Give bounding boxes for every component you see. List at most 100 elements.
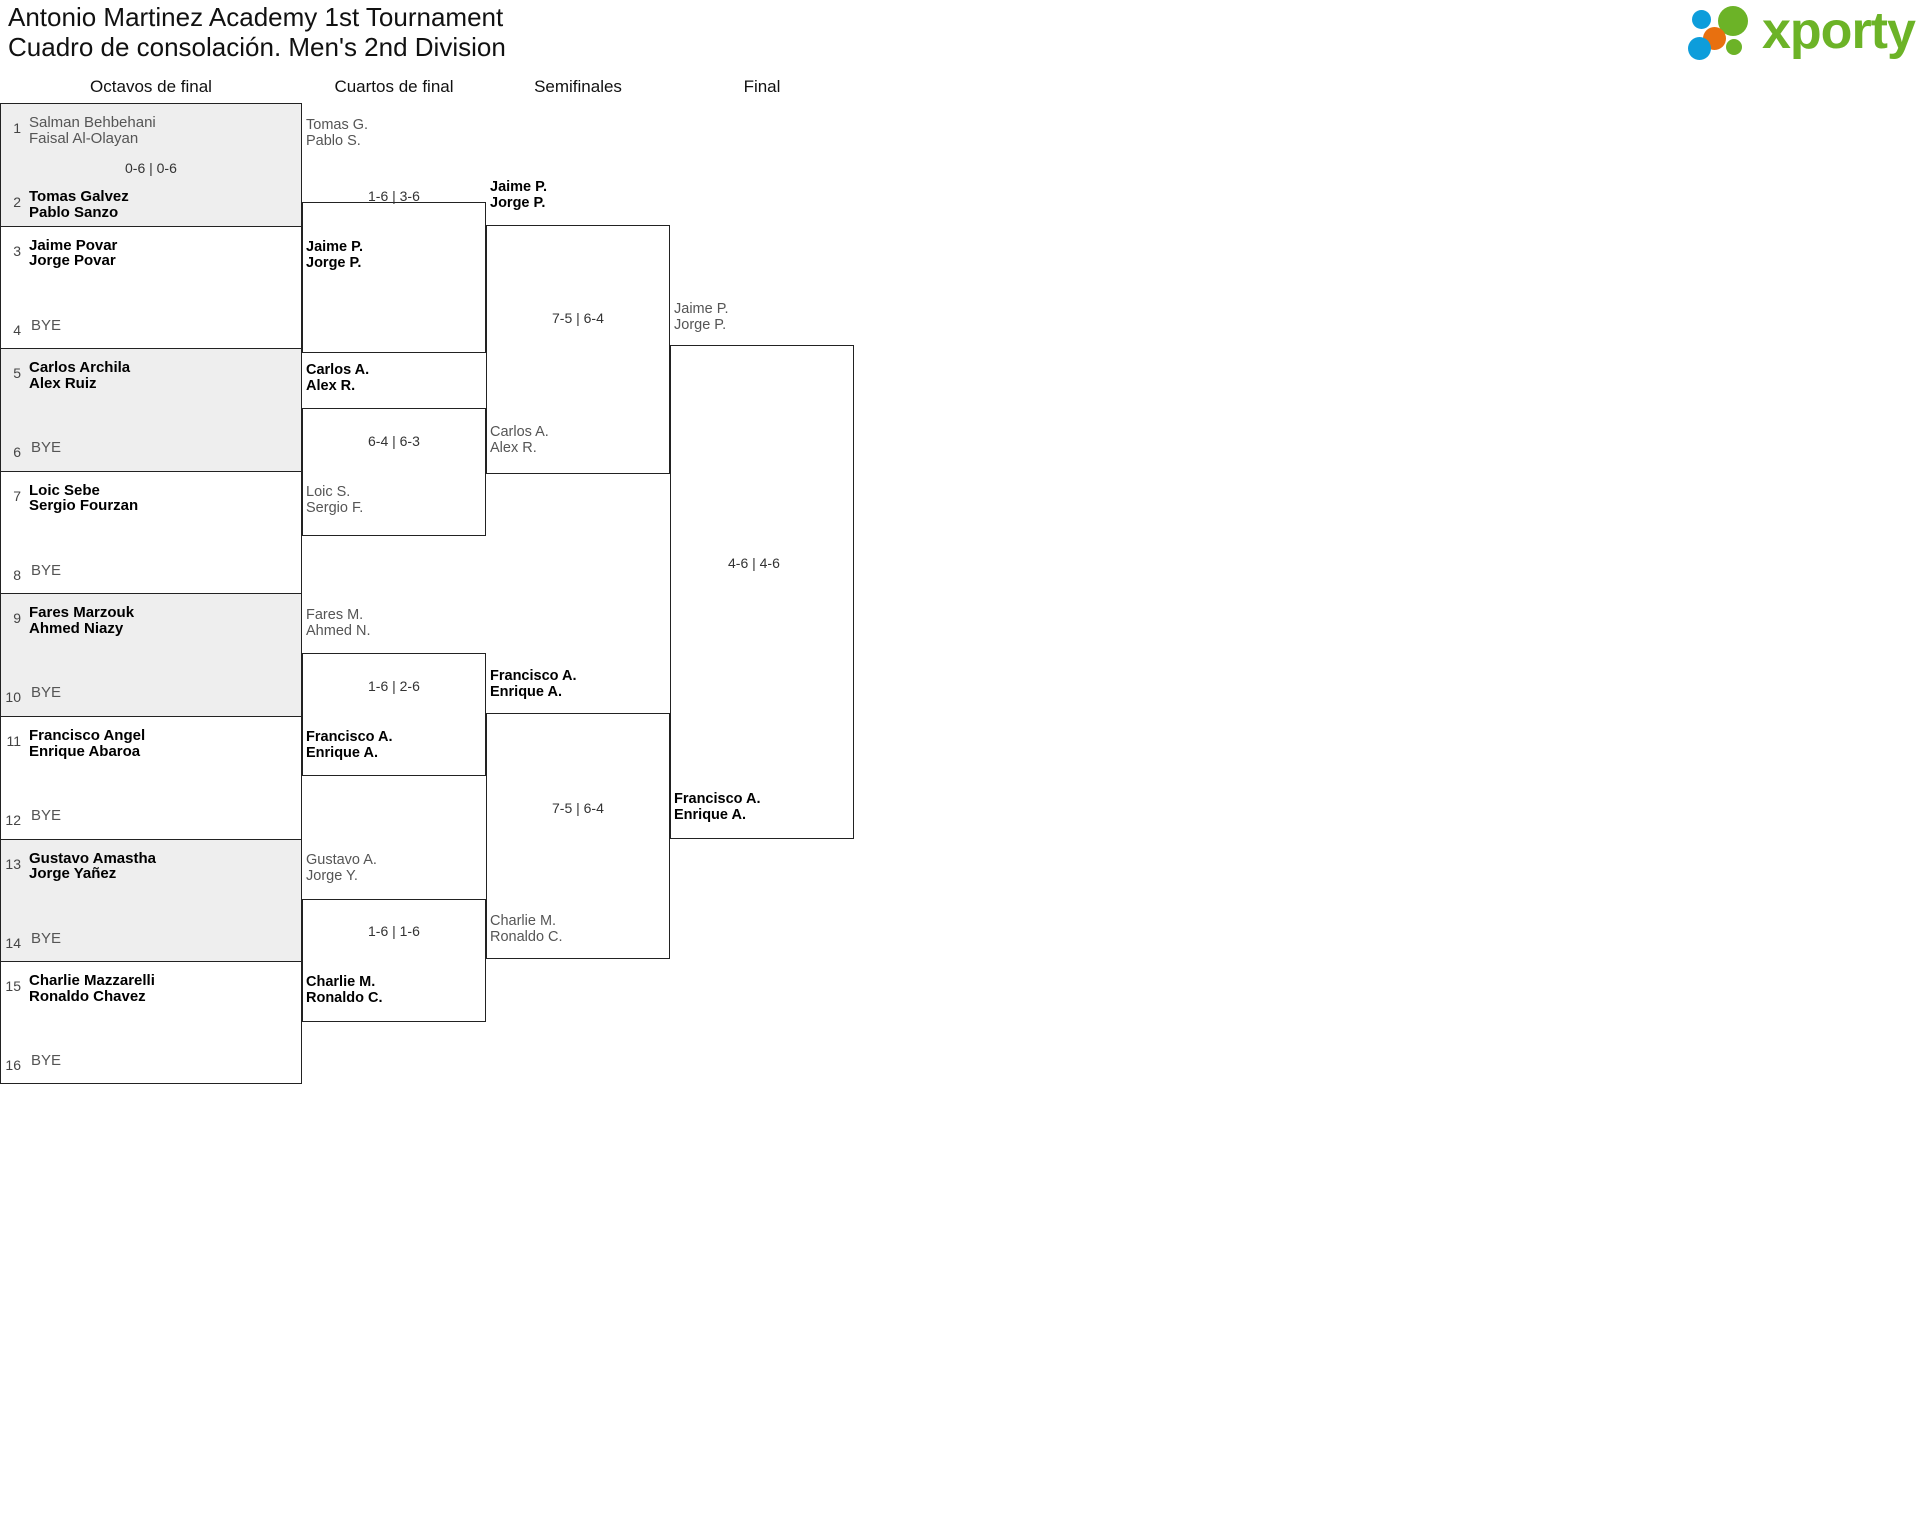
player-name: Fares M. <box>306 607 364 623</box>
player-name: Ahmed Niazy <box>29 619 124 637</box>
sf-box-2[interactable] <box>486 713 670 959</box>
player-name: Alex Ruiz <box>29 374 97 392</box>
round-header-cuartos: Cuartos de final <box>334 77 454 96</box>
final-team-bottom: Francisco A.Enrique A. <box>674 791 761 823</box>
seed-number: 5 <box>13 365 21 382</box>
player-name: Carlos Archila <box>29 359 131 377</box>
qf-box-1[interactable] <box>302 202 486 353</box>
player-name: Charlie M. <box>306 974 376 990</box>
r1-divider <box>1 348 301 350</box>
seed-number: 4 <box>13 321 21 338</box>
logo-dot-blue-top <box>1692 10 1711 29</box>
player-name: Alex R. <box>306 377 356 394</box>
r1-seed-row-bottom: 4 BYE <box>1 317 301 338</box>
round-header-octavos: Octavos de final <box>90 77 212 96</box>
qf-match-score: 6-4 | 6-3 <box>368 433 420 449</box>
r1-divider <box>1 470 301 472</box>
player-name: Jorge Y. <box>306 867 358 884</box>
seed-number: 14 <box>5 934 21 951</box>
r1-divider <box>1 961 301 963</box>
bye-label: BYE <box>31 316 62 334</box>
logo-dots-icon <box>1688 6 1762 60</box>
player-name: Ronaldo C. <box>490 928 563 945</box>
seed-number: 9 <box>13 610 21 627</box>
qf-team-top: Fares M.Ahmed N. <box>306 607 370 639</box>
title-line-2: Cuadro de consolación. Men's 2nd Divisio… <box>8 32 506 62</box>
final-match-score: 4-6 | 4-6 <box>728 555 780 571</box>
final-box[interactable] <box>670 345 854 839</box>
bye-label: BYE <box>31 439 62 457</box>
player-name: Loic Sebe <box>29 481 100 499</box>
sf-box-1[interactable] <box>486 225 670 474</box>
player-name: Jorge P. <box>306 254 362 271</box>
qf-team-top: Tomas G.Pablo S. <box>306 117 368 149</box>
player-name: Pablo S. <box>306 132 361 149</box>
player-name: Jorge Yañez <box>29 865 117 883</box>
seed-number: 13 <box>5 855 21 872</box>
player-name: Alex R. <box>490 439 537 456</box>
qf-match-score: 1-6 | 1-6 <box>368 923 420 939</box>
player-name: Francisco Angel <box>29 727 146 744</box>
player-name: Charlie M. <box>490 913 557 929</box>
player-name: Ronaldo C. <box>306 989 383 1006</box>
player-name: Jorge P. <box>490 194 546 211</box>
bye-label: BYE <box>31 929 62 947</box>
player-name: Charlie Mazzarelli <box>29 972 155 990</box>
player-name: Jaime P. <box>306 239 363 255</box>
player-name: Fares Marzouk <box>29 604 135 622</box>
seed-number: 11 <box>6 733 21 749</box>
player-name: Jaime P. <box>490 179 547 195</box>
qf-team-top: Gustavo A.Jorge Y. <box>306 852 377 884</box>
qf-box-3[interactable] <box>302 653 486 776</box>
seed-number: 1 <box>13 120 21 136</box>
player-name: Francisco A. <box>306 729 393 745</box>
player-name: Ronaldo Chavez <box>29 987 146 1005</box>
bye-label: BYE <box>31 1052 62 1070</box>
seed-number: 2 <box>13 194 21 210</box>
player-name: Francisco A. <box>490 668 577 684</box>
sf-match-score: 7-5 | 6-4 <box>552 310 604 326</box>
round-header-final: Final <box>743 77 781 96</box>
player-name: Salman Behbehani <box>29 114 156 131</box>
player-name: Francisco A. <box>674 791 761 807</box>
qf-box-2[interactable] <box>302 408 486 536</box>
player-name: Jaime Povar <box>29 236 118 254</box>
logo-dot-blue-bottom <box>1688 37 1711 60</box>
logo-wordmark: xporty <box>1762 2 1916 60</box>
player-name: Jorge Povar <box>29 252 116 270</box>
seed-number: 12 <box>5 812 21 828</box>
player-name: Loic S. <box>306 484 351 500</box>
qf-team-top: Carlos A.Alex R. <box>306 362 370 394</box>
player-name: Jorge P. <box>674 316 727 333</box>
qf-team-bottom: Charlie M.Ronaldo C. <box>306 974 383 1006</box>
seed-number: 3 <box>13 242 21 259</box>
player-name: Carlos A. <box>306 362 370 378</box>
qf-team-bottom: Francisco A.Enrique A. <box>306 729 393 761</box>
qf-team-bottom: Loic S.Sergio F. <box>306 484 363 516</box>
bye-label: BYE <box>31 561 62 579</box>
seed-number: 15 <box>5 978 21 995</box>
qf-box-4[interactable] <box>302 899 486 1022</box>
r1-divider <box>1 715 301 717</box>
sf-team-top: Francisco A.Enrique A. <box>490 668 577 700</box>
